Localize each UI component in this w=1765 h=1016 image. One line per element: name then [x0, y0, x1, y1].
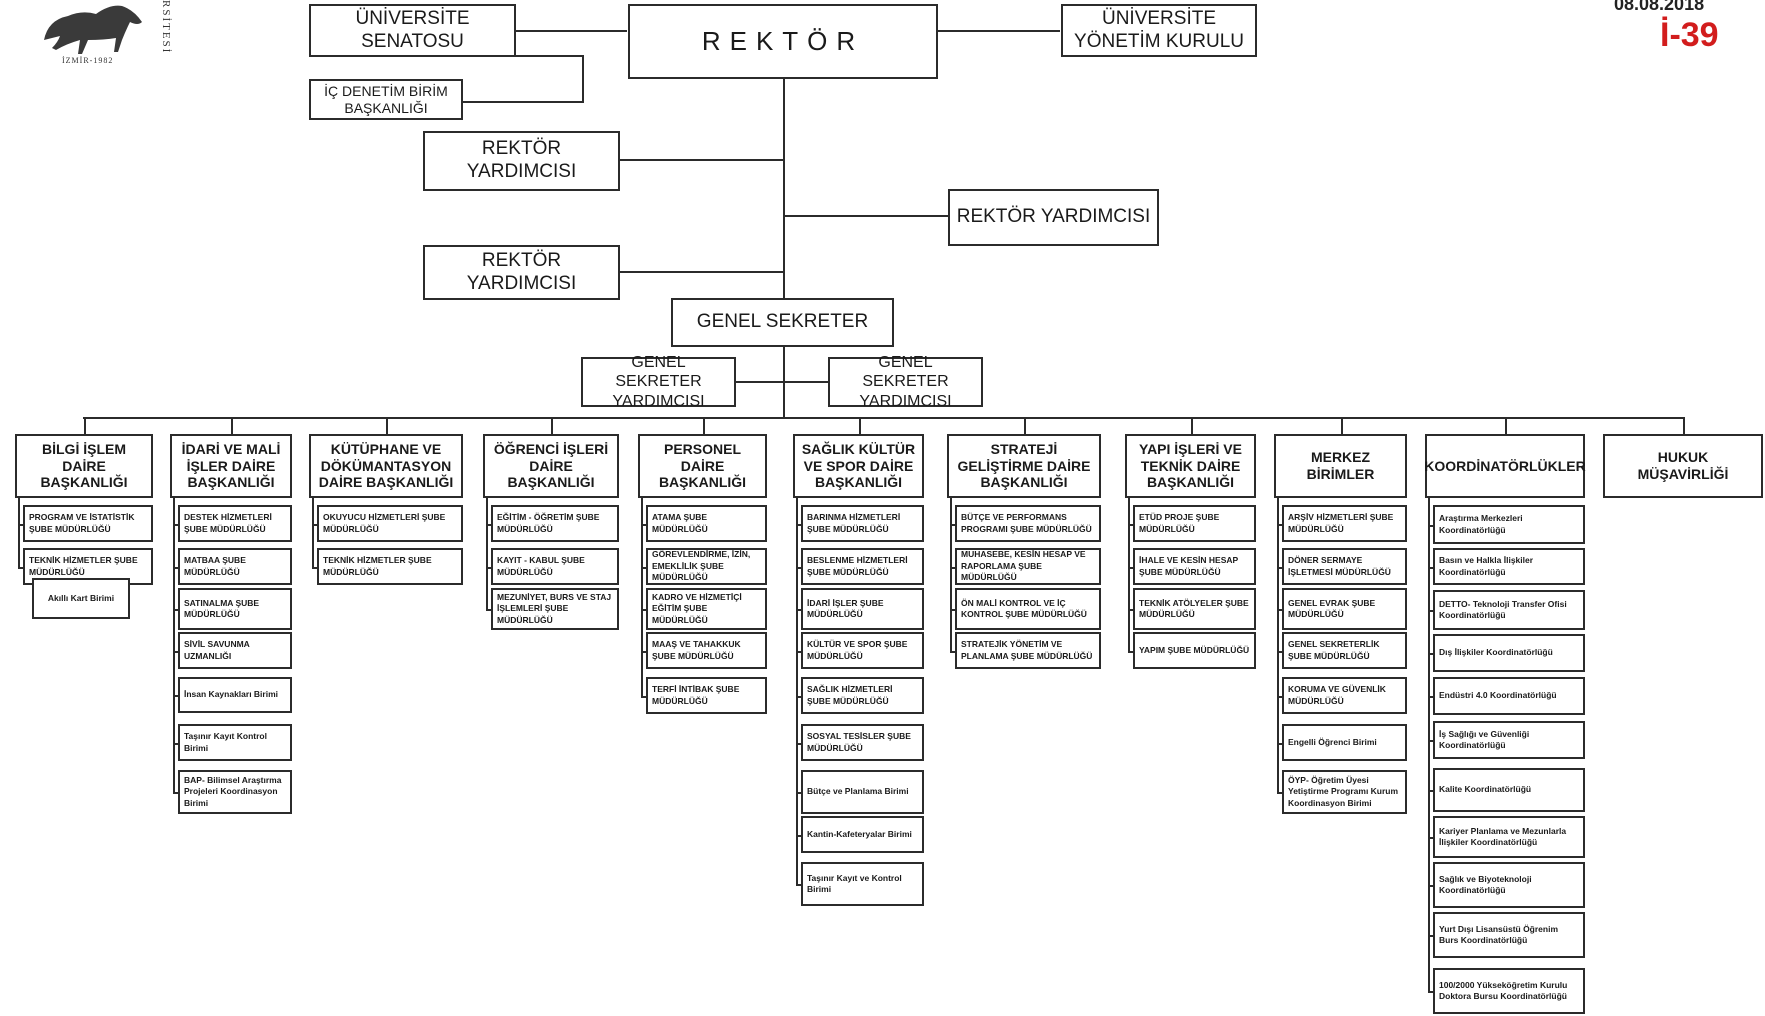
ic-denetim-box: İÇ DENETİM BİRİM BAŞKANLIĞI [309, 79, 463, 120]
department-2-unit: MATBAA ŞUBE MÜDÜRLÜĞÜ [178, 548, 292, 585]
department-8-unit: İHALE VE KESİN HESAP ŞUBE MÜDÜRLÜĞÜ [1133, 548, 1256, 585]
department-10-unit: Dış İlişkiler Koordinatörlüğü [1433, 634, 1585, 672]
genel-sekreter-yardimcisi-box-1: GENEL SEKRETER YARDIMCISI [581, 354, 736, 410]
department-10-unit: Kariyer Planlama ve Mezunlarla İlişkiler… [1433, 816, 1585, 858]
department-11-title: HUKUK MÜŞAVİRLİĞİ [1603, 434, 1763, 498]
department-10-unit: Basın ve Halkla İlişkiler Koordinatörlüğ… [1433, 548, 1585, 585]
horse-logo-icon [44, 5, 142, 54]
department-10-title: KOORDİNATÖRLÜKLER [1424, 434, 1586, 498]
department-8-unit: TEKNİK ATÖLYELER ŞUBE MÜDÜRLÜĞÜ [1133, 588, 1256, 630]
department-5-unit: GÖREVLENDİRME, İZİN, EMEKLİLİK ŞUBE MÜDÜ… [646, 548, 767, 585]
department-9-unit: KORUMA VE GÜVENLİK MÜDÜRLÜĞÜ [1282, 677, 1407, 714]
department-3-unit: TEKNİK HİZMETLER ŞUBE MÜDÜRLÜĞÜ [317, 548, 463, 585]
logo-year: İZMİR-1982 [62, 56, 114, 65]
genel-sekreter-yardimcisi-box-2: GENEL SEKRETER YARDIMCISI [828, 354, 983, 410]
department-10-unit: Araştırma Merkezleri Koordinatörlüğü [1433, 505, 1585, 544]
department-2-unit: DESTEK HİZMETLERİ ŞUBE MÜDÜRLÜĞÜ [178, 505, 292, 542]
department-6-unit: İDARİ İŞLER ŞUBE MÜDÜRLÜĞÜ [801, 588, 924, 630]
department-10-unit: İş Sağlığı ve Güvenliği Koordinatörlüğü [1433, 721, 1585, 759]
department-6-unit: SOSYAL TESİSLER ŞUBE MÜDÜRLÜĞÜ [801, 724, 924, 761]
department-8-title: YAPI İŞLERİ VE TEKNİK DAİRE BAŞKANLIĞI [1125, 434, 1256, 498]
department-6-unit: SAĞLIK HİZMETLERİ ŞUBE MÜDÜRLÜĞÜ [801, 677, 924, 714]
department-6-unit: Taşınır Kayıt ve Kontrol Birimi [801, 862, 924, 906]
department-1-extra-unit: Akıllı Kart Birimi [32, 578, 130, 619]
department-3-unit: OKUYUCU HİZMETLERİ ŞUBE MÜDÜRLÜĞÜ [317, 505, 463, 542]
department-2-title: İDARİ VE MALİ İŞLER DAİRE BAŞKANLIĞI [170, 434, 292, 498]
universite-senatosu-box: ÜNİVERSİTE SENATOSU [309, 4, 516, 57]
department-6-unit: BARINMA HİZMETLERİ ŞUBE MÜDÜRLÜĞÜ [801, 505, 924, 542]
rektor-yardimcisi-box-3: REKTÖR YARDIMCISI [423, 245, 620, 300]
department-2-unit: SİVİL SAVUNMA UZMANLIĞI [178, 632, 292, 669]
department-9-title: MERKEZ BİRİMLER [1274, 434, 1407, 498]
department-8-unit: YAPIM ŞUBE MÜDÜRLÜĞÜ [1133, 632, 1256, 669]
department-2-unit: Taşınır Kayıt Kontrol Birimi [178, 724, 292, 761]
department-9-unit: Engelli Öğrenci Birimi [1282, 724, 1407, 761]
department-6-unit: KÜLTÜR VE SPOR ŞUBE MÜDÜRLÜĞÜ [801, 632, 924, 669]
department-10-unit: Endüstri 4.0 Koordinatörlüğü [1433, 677, 1585, 715]
department-5-title: PERSONEL DAİRE BAŞKANLIĞI [638, 434, 767, 498]
genel-sekreter-box: GENEL SEKRETER [671, 298, 894, 347]
department-7-unit: STRATEJİK YÖNETİM VE PLANLAMA ŞUBE MÜDÜR… [955, 632, 1101, 669]
department-4-unit: MEZUNİYET, BURS VE STAJ İŞLEMLERİ ŞUBE M… [491, 588, 619, 630]
department-5-unit: TERFİ İNTİBAK ŞUBE MÜDÜRLÜĞÜ [646, 677, 767, 714]
department-10-unit: Kalite Koordinatörlüğü [1433, 768, 1585, 812]
department-6-unit: BESLENME HİZMETLERİ ŞUBE MÜDÜRLÜĞÜ [801, 548, 924, 585]
universite-yonetim-kurulu-box: ÜNİVERSİTE YÖNETİM KURULU [1061, 4, 1257, 57]
department-9-unit: ARŞİV HİZMETLERİ ŞUBE MÜDÜRLÜĞÜ [1282, 505, 1407, 542]
department-7-title: STRATEJİ GELİŞTİRME DAİRE BAŞKANLIĞI [947, 434, 1101, 498]
document-code: İ-39 [1660, 16, 1719, 54]
department-10-unit: Yurt Dışı Lisansüstü Öğrenim Burs Koordi… [1433, 912, 1585, 958]
department-7-unit: BÜTÇE VE PERFORMANS PROGRAMI ŞUBE MÜDÜRL… [955, 505, 1101, 542]
department-2-unit: SATINALMA ŞUBE MÜDÜRLÜĞÜ [178, 588, 292, 630]
department-8-unit: ETÜD PROJE ŞUBE MÜDÜRLÜĞÜ [1133, 505, 1256, 542]
rektor-yardimcisi-box-1: REKTÖR YARDIMCISI [423, 131, 620, 191]
document-date: 08.08.2018 [1614, 0, 1705, 14]
department-4-unit: KAYIT - KABUL ŞUBE MÜDÜRLÜĞÜ [491, 548, 619, 585]
department-6-unit: Kantin-Kafeteryalar Birimi [801, 816, 924, 853]
university-logo [38, 0, 158, 68]
department-10-unit: DETTO- Teknoloji Transfer Ofisi Koordina… [1433, 590, 1585, 630]
department-3-title: KÜTÜPHANE VE DÖKÜMANTASYON DAİRE BAŞKANL… [309, 434, 463, 498]
department-2-unit: BAP- Bilimsel Araştırma Projeleri Koordi… [178, 770, 292, 814]
department-1-title: BİLGİ İŞLEM DAİRE BAŞKANLIĞI [15, 434, 153, 498]
department-7-unit: MUHASEBE, KESİN HESAP VE RAPORLAMA ŞUBE … [955, 548, 1101, 585]
department-7-unit: ÖN MALİ KONTROL VE İÇ KONTROL ŞUBE MÜDÜR… [955, 588, 1101, 630]
department-5-unit: ATAMA ŞUBE MÜDÜRLÜĞÜ [646, 505, 767, 542]
department-9-unit: ÖYP- Öğretim Üyesi Yetiştirme Programı K… [1282, 770, 1407, 814]
department-9-unit: GENEL SEKRETERLİK ŞUBE MÜDÜRLÜĞÜ [1282, 632, 1407, 669]
department-10-unit: Sağlık ve Biyoteknoloji Koordinatörlüğü [1433, 862, 1585, 908]
department-1-unit: PROGRAM VE İSTATİSTİK ŞUBE MÜDÜRLÜĞÜ [23, 505, 153, 542]
rektor-yardimcisi-box-2: REKTÖR YARDIMCISI [948, 189, 1159, 246]
department-5-unit: MAAŞ VE TAHAKKUK ŞUBE MÜDÜRLÜĞÜ [646, 632, 767, 669]
department-9-unit: GENEL EVRAK ŞUBE MÜDÜRLÜĞÜ [1282, 588, 1407, 630]
department-6-unit: Bütçe ve Planlama Birimi [801, 770, 924, 814]
department-9-unit: DÖNER SERMAYE İŞLETMESİ MÜDÜRLÜĞÜ [1282, 548, 1407, 585]
department-2-unit: İnsan Kaynakları Birimi [178, 677, 292, 713]
logo-arc-text: RSİTESİ [160, 0, 172, 55]
department-10-unit: 100/2000 Yükseköğretim Kurulu Doktora Bu… [1433, 968, 1585, 1014]
department-4-unit: EĞİTİM - ÖĞRETİM ŞUBE MÜDÜRLÜĞÜ [491, 505, 619, 542]
department-6-title: SAĞLIK KÜLTÜR VE SPOR DAİRE BAŞKANLIĞI [793, 434, 924, 498]
department-4-title: ÖĞRENCİ İŞLERİ DAİRE BAŞKANLIĞI [483, 434, 619, 498]
rektor-box: REKTÖR [628, 4, 938, 79]
department-5-unit: KADRO VE HİZMETİÇİ EĞİTİM ŞUBE MÜDÜRLÜĞÜ [646, 588, 767, 630]
